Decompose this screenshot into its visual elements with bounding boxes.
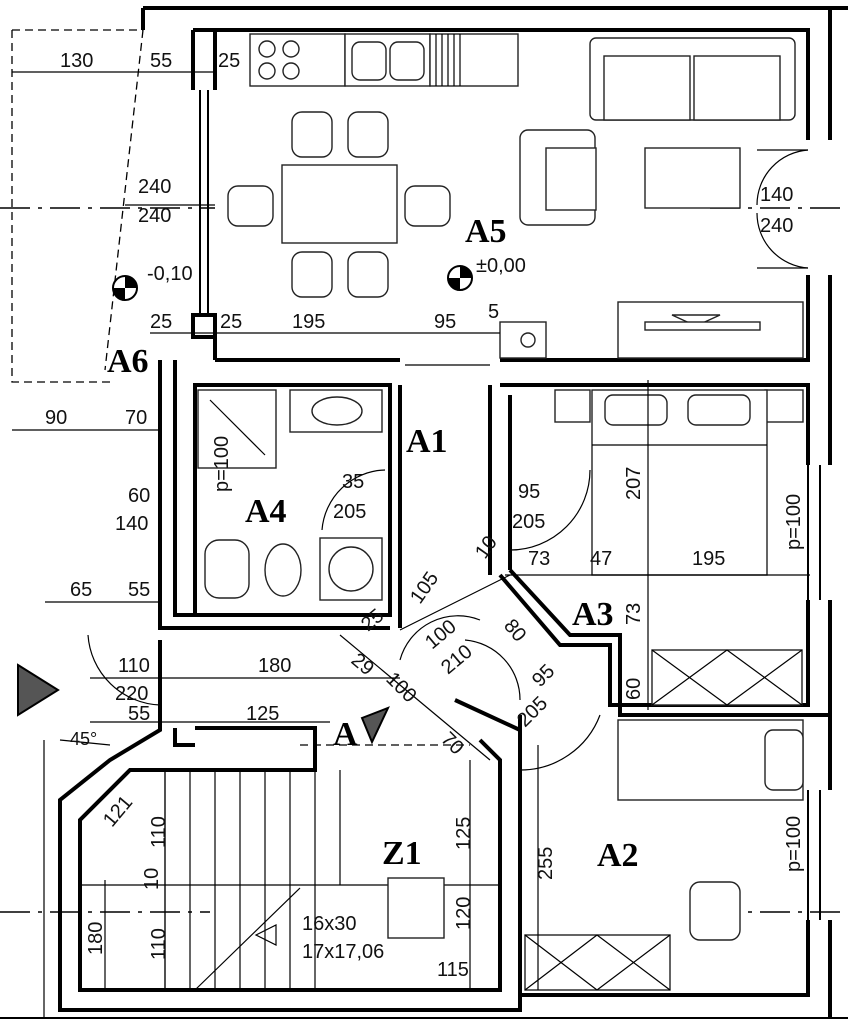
dim-label: 47: [590, 548, 612, 570]
dim-label: p=100: [211, 436, 233, 492]
dim-label: 125: [246, 703, 279, 725]
section-marker: [17, 663, 390, 745]
dim-label: 205: [333, 501, 366, 523]
terrace-outline: [11, 29, 144, 383]
level-terrace: -0,10: [147, 263, 193, 285]
dim-label: 110: [148, 816, 170, 848]
dim-label: 140: [115, 513, 148, 535]
balcony-door: [756, 149, 809, 269]
dim-label: 25: [220, 311, 242, 333]
bedroom-a2: [519, 714, 804, 991]
dim-label: 17x17,06: [302, 941, 384, 963]
dim-label: 55: [128, 703, 150, 725]
dim-label: 70: [125, 407, 147, 429]
dim-label: 80: [499, 615, 530, 646]
dim-label: 45°: [70, 729, 97, 749]
dim-label: 195: [692, 548, 725, 570]
dim-label: p=100: [783, 494, 805, 550]
dim-label: 90: [45, 407, 67, 429]
level-main: ±0,00: [476, 255, 526, 277]
dim-label: p=100: [783, 816, 805, 872]
dim-label: 140: [760, 184, 793, 206]
room-label-a6: A6: [107, 343, 149, 380]
room-label-a2: A2: [597, 837, 639, 874]
level-marker-main: [447, 265, 473, 291]
dining-set: [227, 111, 451, 298]
dim-label: 95: [518, 481, 540, 503]
kitchen: [249, 33, 519, 87]
dim-label: 207: [623, 467, 645, 500]
room-label-a3: A3: [572, 596, 614, 633]
dim-label: 60: [623, 678, 645, 700]
dim-label: 255: [535, 847, 557, 880]
dim-label: 205: [512, 511, 545, 533]
room-label-a5: A5: [465, 213, 507, 250]
dim-label: 10: [471, 532, 502, 563]
corridor-doors: [87, 364, 521, 706]
dim-label: 125: [453, 817, 475, 850]
section-label: A: [333, 716, 358, 753]
dim-label: 5: [488, 301, 499, 323]
dim-label: 220: [115, 683, 148, 705]
room-label-a4: A4: [245, 493, 287, 530]
dim-label: 73: [528, 548, 550, 570]
dim-label: 70: [436, 728, 467, 759]
dim-label: 95: [434, 311, 456, 333]
dim-label: 130: [60, 50, 93, 72]
dim-label: 240: [760, 215, 793, 237]
dim-label: 110: [148, 928, 170, 960]
dim-label: 115: [437, 959, 469, 981]
dim-label: 73: [623, 603, 645, 625]
room-label-z1: Z1: [382, 835, 422, 872]
bathroom-fixtures: [197, 389, 386, 601]
dim-label: 105: [406, 568, 443, 608]
dim-label: 195: [292, 311, 325, 333]
dim-label: 25: [150, 311, 172, 333]
dim-label: 35: [342, 471, 364, 493]
dim-label: 60: [128, 485, 150, 507]
stairs: [80, 770, 500, 991]
walls: [58, 8, 832, 1018]
dim-label: 65: [70, 579, 92, 601]
dim-label: 240: [138, 176, 171, 198]
dim-label: 25: [218, 50, 240, 72]
dim-label: 55: [128, 579, 150, 601]
room-label-a1: A1: [406, 423, 448, 460]
dim-label: 180: [258, 655, 291, 677]
dimension-lines: [12, 71, 810, 990]
bedroom-a3: [509, 389, 804, 706]
dim-label: 29: [347, 649, 378, 680]
dim-label: 10: [141, 868, 163, 890]
dim-label: 95: [528, 660, 559, 691]
living-furniture: [499, 37, 804, 359]
dim-label: 120: [453, 897, 475, 930]
dim-label: 240: [138, 205, 171, 227]
dim-label: 16x30: [302, 913, 357, 935]
dim-label: 180: [85, 922, 107, 955]
level-marker-terrace: [112, 275, 138, 301]
outer-boundary: [0, 6, 848, 1019]
dim-label: 55: [150, 50, 172, 72]
dim-label: 25: [357, 605, 388, 636]
dim-label: 110: [118, 655, 150, 677]
